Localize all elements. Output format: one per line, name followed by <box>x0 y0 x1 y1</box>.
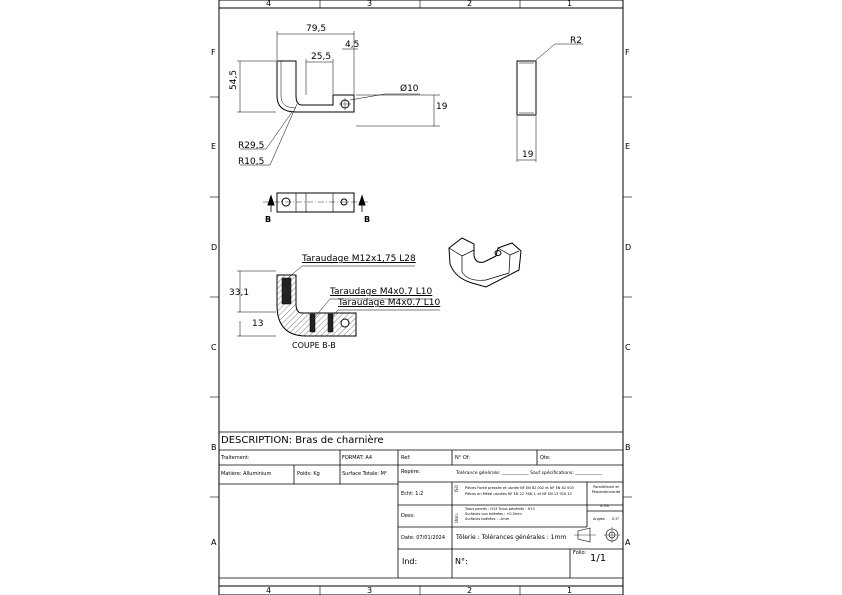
dim-width-slot: 25,5 <box>311 52 332 62</box>
parallelisme-cell: Parallélisme et Perpendicularité <box>591 485 621 494</box>
tolerie-cell: Tôlerie : Tolérances générales : 1mm <box>456 534 567 541</box>
of-number-cell: N° Of: <box>455 455 471 461</box>
section-mark-left: B <box>265 215 272 224</box>
usin-line-1: Trous percés : H13 Trous pénétrés : H13 <box>465 507 535 511</box>
description-row: DESCRIPTION: Bras de charnière <box>221 435 384 446</box>
zone-left-E: E <box>211 142 217 151</box>
traitement-cell: Traitement: <box>221 455 250 461</box>
zone-right-B: B <box>625 443 631 452</box>
zone-top-3: 3 <box>367 0 373 8</box>
number-cell: N°: <box>455 557 468 566</box>
zone-bottom-2: 2 <box>467 586 473 595</box>
angles-cell: Angles <box>593 517 605 521</box>
dim-side-width: 19 <box>522 150 534 160</box>
isometric-view <box>448 237 522 288</box>
section-label: COUPE B-B <box>292 341 336 350</box>
side-view <box>516 43 583 162</box>
ref-cell: Ref: <box>401 455 411 461</box>
dim-height-right: 19 <box>436 102 448 112</box>
dess-cell: Dess: <box>401 513 415 519</box>
zone-left-B: B <box>211 443 217 452</box>
iso-line-1: Pièces Fonte pressée et usinée NF EN 82 … <box>465 486 574 490</box>
usin-line-2: Surfaces non tolérées : +0.5mm <box>465 512 522 516</box>
dim-section-small: 13 <box>252 319 264 329</box>
ind-cell: Ind: <box>402 557 418 566</box>
iso-line-2: Pièces en Métal usinées NF EN 22 768-1, … <box>465 492 572 496</box>
dim-section-height: 33,1 <box>229 288 250 298</box>
zone-top-2: 2 <box>467 0 473 8</box>
title-block-grid <box>219 431 623 579</box>
parallel-value: 0.3% <box>600 504 609 508</box>
projection-symbol <box>574 527 620 543</box>
zone-bottom-3: 3 <box>367 586 373 595</box>
callout-thread-m12: Taraudage M12x1,75 L28 <box>302 254 416 264</box>
zone-right-D: D <box>625 243 632 252</box>
dim-height-left: 54,5 <box>229 69 239 90</box>
zone-right-E: E <box>625 142 631 151</box>
top-view <box>263 192 370 213</box>
folio-value: 1/1 <box>590 553 607 564</box>
iso-tag: ISO <box>454 485 459 492</box>
section-mark-right: B <box>364 215 371 224</box>
front-view <box>237 31 440 166</box>
zone-left-F: F <box>211 48 216 57</box>
zone-right-A: A <box>625 538 631 547</box>
matiere-cell: Matière: Alluminium <box>221 471 272 477</box>
description-label: DESCRIPTION: <box>221 435 293 446</box>
angles-value: 0.5° <box>612 517 620 521</box>
zone-top-4: 4 <box>266 0 272 8</box>
dim-width-overall: 79,5 <box>306 24 327 34</box>
dim-side-radius: R2 <box>570 36 582 46</box>
zone-right-C: C <box>625 343 631 352</box>
usin-line-3: Surfaces tolérées : -1mm <box>465 517 510 521</box>
zone-right-F: F <box>625 48 630 57</box>
repere-cell: Repère: <box>401 469 421 475</box>
zone-left-C: C <box>211 343 217 352</box>
dim-width-small: 4,5 <box>345 40 360 50</box>
section-view <box>237 265 440 337</box>
dim-radius-outer: R29,5 <box>238 141 265 151</box>
dim-radius-inner: R10,5 <box>238 157 265 167</box>
zone-ticks <box>210 0 632 595</box>
folio-label: Folio: <box>573 550 587 556</box>
date-cell: Date: 07/01/2024 <box>401 535 446 541</box>
description-value: Bras de charnière <box>295 435 384 446</box>
callout-thread-m4-a: Taraudage M4x0.7 L10 <box>330 287 433 297</box>
zone-bottom-1: 1 <box>567 586 573 595</box>
zone-left-D: D <box>211 243 218 252</box>
poids-cell: Poids: Kg <box>297 471 320 477</box>
tolerance-cell: Tolérance générale: ____________ Sauf sp… <box>456 471 603 476</box>
surface-cell: Surface Totale: M² <box>342 471 387 477</box>
qte-cell: Qte: <box>540 455 551 461</box>
format-cell: FORMAT: A4 <box>342 455 373 461</box>
zone-top-1: 1 <box>567 0 573 8</box>
zone-left-A: A <box>211 538 217 547</box>
callout-thread-m4-b: Taraudage M4x0.7 L10 <box>338 298 441 308</box>
usin-tag: Usin. <box>454 513 459 523</box>
zone-bottom-4: 4 <box>266 586 272 595</box>
dim-hole-diameter: Ø10 <box>400 84 419 94</box>
echelle-cell: Echt: 1:2 <box>401 491 424 497</box>
